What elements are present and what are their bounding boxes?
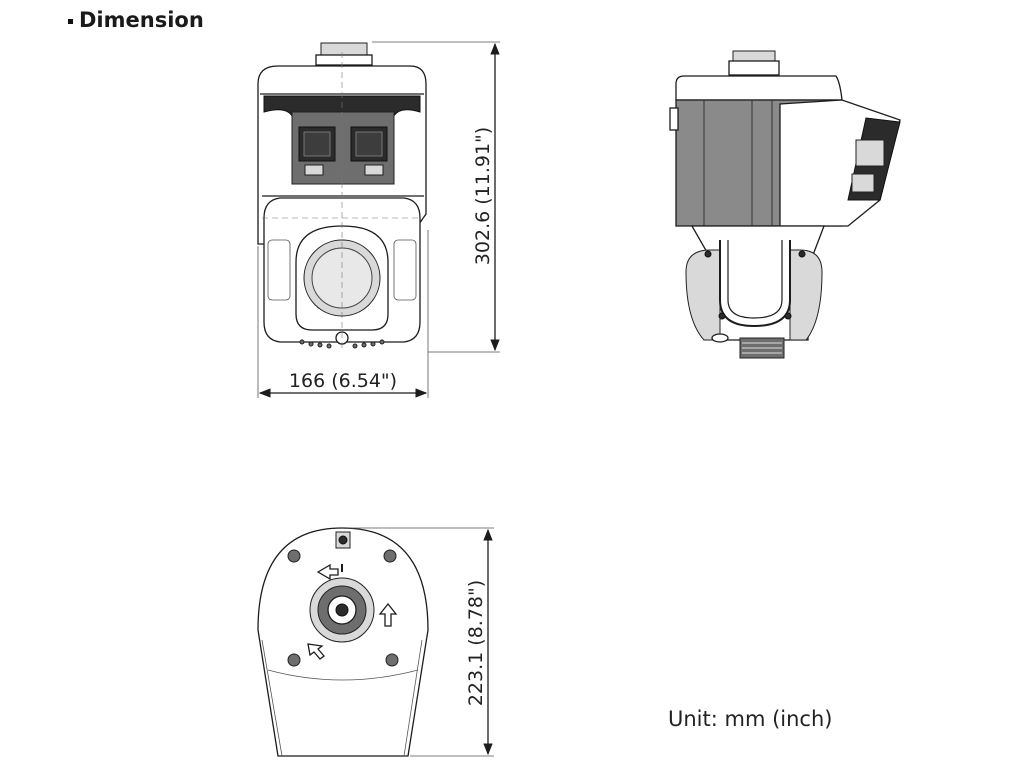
- bottom-view: [257, 527, 429, 757]
- side-view: [669, 50, 901, 359]
- height-dimension: 302.6 (11.91"): [372, 41, 500, 353]
- bullet-icon: [68, 18, 73, 24]
- unit-note: Unit: mm (inch): [668, 707, 833, 731]
- bottom-arrow-left-icon: [316, 563, 339, 581]
- bottom-arrow-diag-icon: [307, 643, 325, 660]
- front-vent-holes: [299, 339, 385, 349]
- height-label: 302.6 (11.91"): [472, 127, 494, 265]
- diameter-label: 223.1 (8.78"): [465, 580, 487, 706]
- width-label: 166 (6.54"): [289, 370, 397, 392]
- width-dimension: 166 (6.54"): [257, 230, 429, 398]
- diameter-dimension: 223.1 (8.78"): [350, 527, 494, 757]
- heading-text: Dimension: [79, 8, 204, 32]
- section-heading: Dimension: [68, 8, 204, 32]
- bottom-arrow-up-icon: [378, 602, 398, 627]
- front-view: [257, 42, 427, 350]
